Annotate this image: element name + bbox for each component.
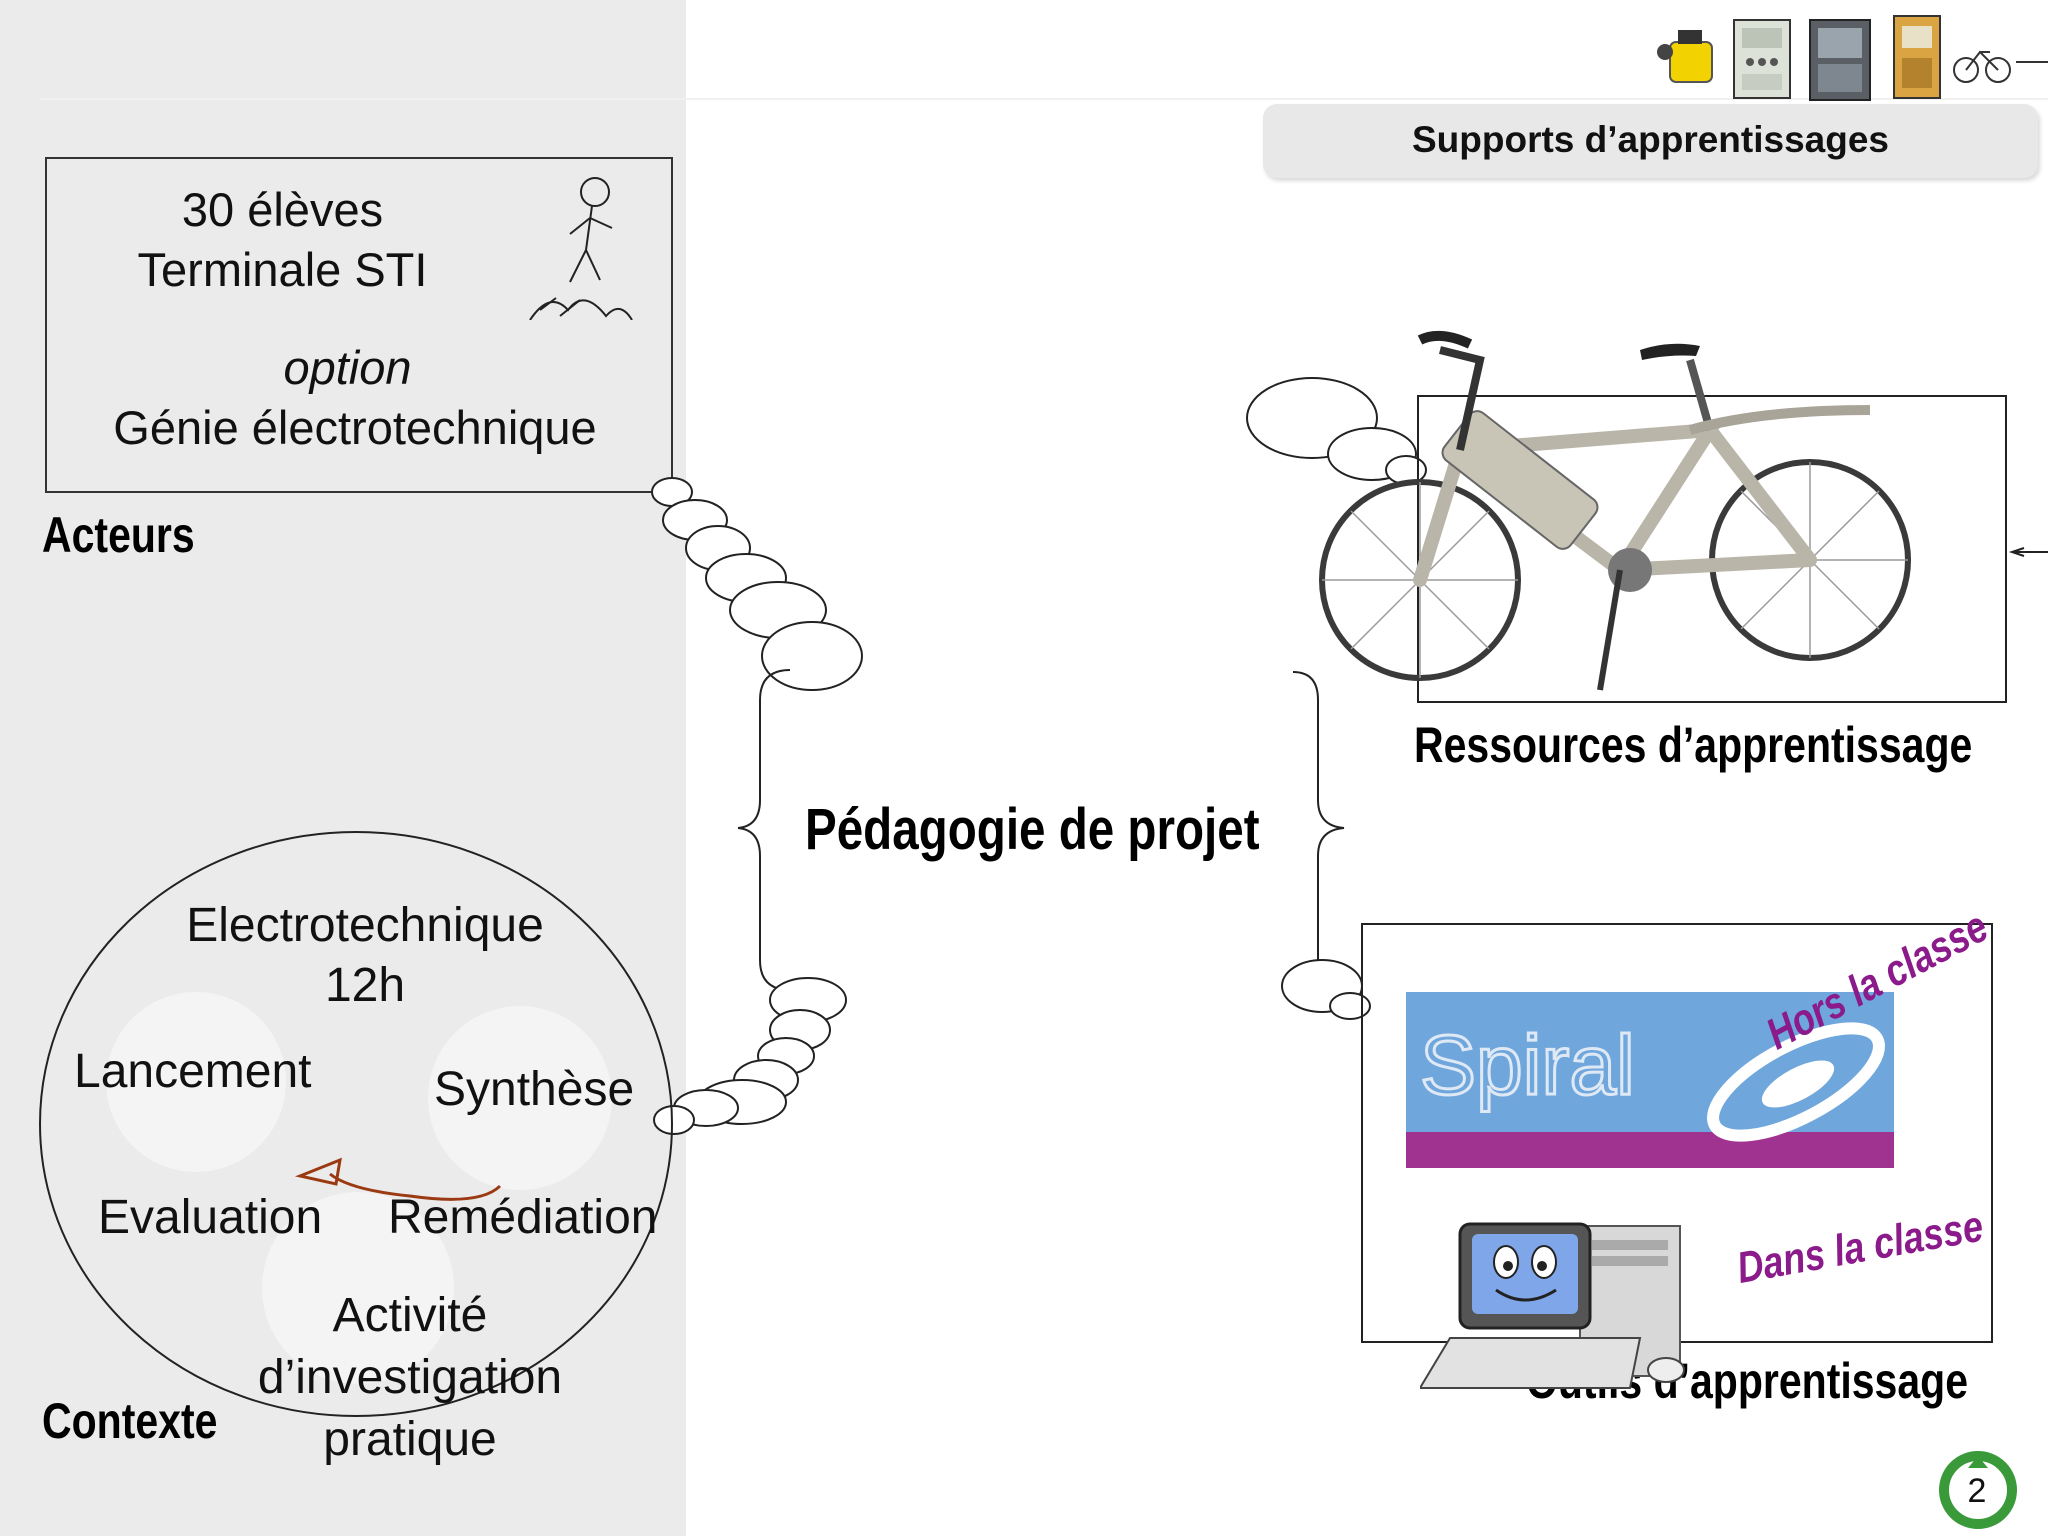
acteurs-label: Acteurs [42, 507, 195, 563]
cabinet-thumbnail-icon [1809, 19, 1871, 101]
acteurs-box [45, 157, 673, 493]
ressources-frame [1417, 395, 2007, 703]
acteurs-class: Terminale STI [137, 243, 428, 296]
acteurs-count: 30 élèves [181, 183, 384, 236]
header-divider [40, 98, 2048, 100]
arrow-head-icon [294, 1157, 342, 1186]
supports-header: Supports d’apprentissages [1263, 104, 2038, 178]
acteurs-option: option [283, 341, 412, 394]
context-hours: 12h [324, 959, 406, 1012]
phase-activite-2: d’investigation [257, 1351, 563, 1404]
phase-activite-3: pratique [323, 1413, 497, 1466]
left-brace [737, 669, 791, 991]
phase-lancement: Lancement [74, 1045, 312, 1098]
spiral-logo-text: Spiral [1420, 1018, 1635, 1112]
bike-thumbnail-icon [1953, 50, 2048, 83]
phase-synthese: Synthèse [434, 1063, 635, 1116]
phase-activite-1: Activité [332, 1289, 488, 1342]
contexte-label: Contexte [42, 1393, 218, 1449]
spiral-logo: Spiral [1406, 992, 1894, 1168]
acteurs-specialty: Génie électrotechnique [113, 401, 597, 454]
thought-bubbles-right-lower [1281, 959, 1371, 1020]
context-circle [39, 831, 673, 1417]
center-title: Pédagogie de projet [805, 797, 1260, 862]
phase-circles [106, 992, 612, 1384]
panel-thumbnail-icon [1733, 19, 1791, 99]
computer-cartoon-icon [1420, 1222, 1685, 1389]
support-thumbnails [1657, 15, 2048, 101]
student-sketch-icon [529, 177, 633, 320]
slide-number: 2 [1967, 1472, 1987, 1510]
right-brace [1292, 671, 1345, 987]
phase-evaluation: Evaluation [98, 1191, 323, 1244]
pump-thumbnail-icon [1657, 30, 1713, 83]
electric-bike-image [1319, 330, 1911, 691]
thought-bubbles-right-upper [1246, 377, 1427, 485]
context-subject: Electrotechnique [186, 899, 544, 952]
thought-bubbles-upper [651, 477, 863, 691]
phase-remediation: Remédiation [388, 1191, 658, 1244]
bench-thumbnail-icon [1893, 15, 1941, 99]
ressources-label: Ressources d’apprentissage [1414, 717, 1973, 773]
recycle-logo-icon [1939, 1451, 2017, 1529]
thought-bubbles-lower [653, 977, 847, 1135]
arrow-left-icon [2008, 547, 2048, 557]
remediation-arrow [329, 1172, 502, 1201]
